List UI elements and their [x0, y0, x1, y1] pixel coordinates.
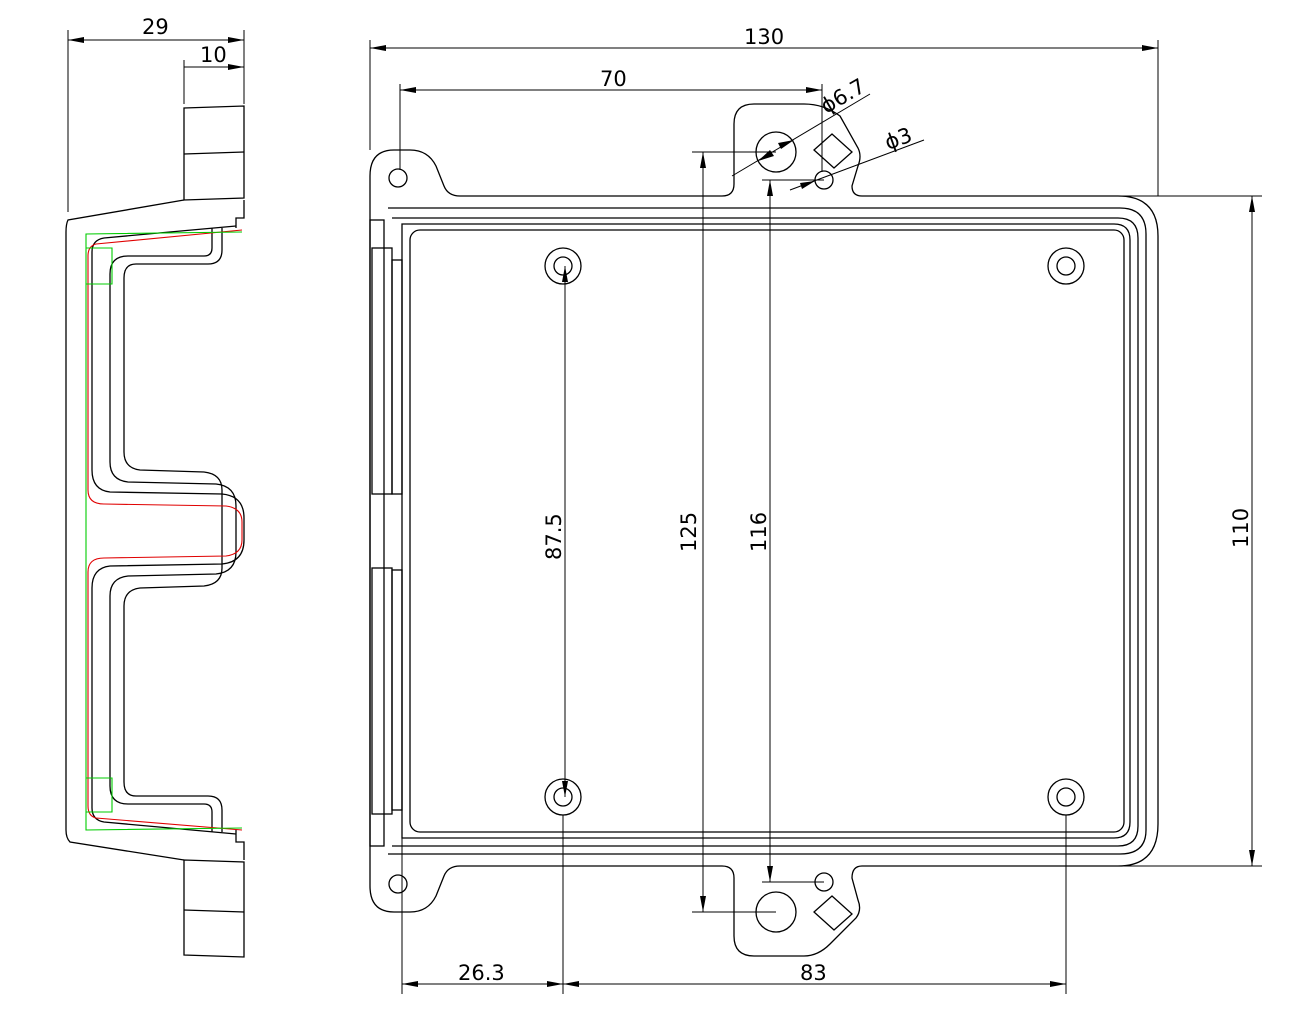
dim-large-hole-vertical: 125	[677, 512, 701, 552]
dim-boss-spacing-vertical: 87.5	[542, 513, 566, 560]
dim-body-height: 110	[1229, 508, 1253, 548]
dim-large-hole-dia: ϕ6.7	[817, 74, 870, 118]
dim-left-offset: 26.3	[458, 961, 505, 985]
top-view-dimensions: 130 70 ϕ6.7 ϕ3 125 116 87	[369, 25, 1262, 994]
top-view	[369, 103, 1159, 957]
dim-small-hole-vertical: 116	[747, 512, 771, 552]
side-view-dimensions: 29 10	[67, 15, 245, 212]
dim-side-flange: 10	[200, 43, 227, 67]
dim-small-hole-dia: ϕ3	[882, 123, 916, 155]
side-view	[65, 105, 245, 958]
dim-side-total-width: 29	[142, 15, 169, 39]
dim-boss-spacing-horizontal: 83	[800, 961, 827, 985]
dim-hole-spacing: 70	[600, 67, 627, 91]
dim-overall-width: 130	[744, 25, 784, 49]
